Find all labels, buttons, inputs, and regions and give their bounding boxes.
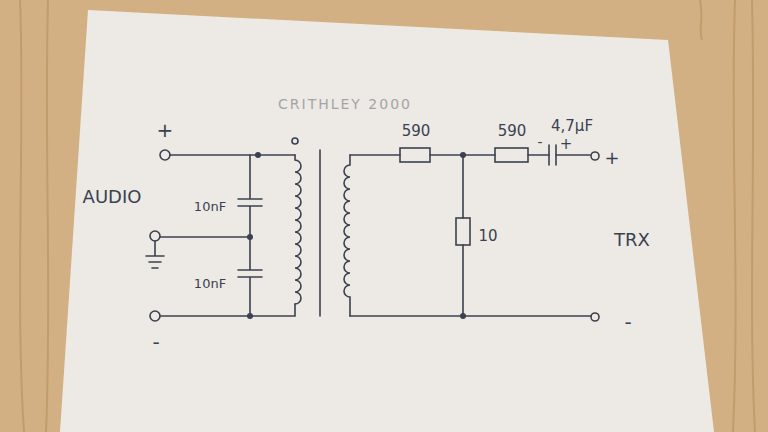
wire <box>160 236 250 238</box>
junction-dot <box>247 313 253 319</box>
junction-dot <box>460 152 466 158</box>
wire <box>170 154 295 156</box>
wood-grain <box>20 0 755 432</box>
resistor-symbol <box>400 148 430 162</box>
capacitor-symbol <box>238 155 262 316</box>
wire <box>160 304 295 316</box>
ground-symbol <box>146 241 164 268</box>
transformer-secondary <box>344 155 350 316</box>
resistor-symbol <box>456 218 470 245</box>
polarity-sign: - <box>537 135 542 149</box>
component-value: 590 <box>402 124 431 139</box>
paper-sheet <box>60 10 714 432</box>
junction-dot <box>460 313 466 319</box>
phase-dot <box>292 138 298 144</box>
junction-dots <box>247 152 466 319</box>
component-value: 10nF <box>194 277 226 290</box>
component-value: 4,7μF <box>551 119 593 134</box>
junction-dot <box>247 234 253 240</box>
capacitor-symbol <box>549 145 556 165</box>
terminal <box>150 231 160 241</box>
wire <box>350 315 591 317</box>
wire <box>350 154 590 156</box>
port-name: AUDIO <box>83 188 142 206</box>
junction-dot <box>255 152 261 158</box>
resistor-symbol <box>495 148 528 162</box>
component-value: 10 <box>478 229 497 244</box>
terminal <box>591 152 599 160</box>
transformer-core <box>319 150 321 316</box>
terminal-sign: - <box>152 332 159 352</box>
terminal-sign: + <box>604 149 619 167</box>
terminal-sign: + <box>157 120 174 140</box>
polarity-sign: + <box>560 137 573 152</box>
transformer-primary <box>295 155 301 304</box>
terminal <box>160 150 170 160</box>
terminal <box>591 313 599 321</box>
component-value: 590 <box>498 124 527 139</box>
wire <box>462 155 464 316</box>
component-value: 10nF <box>194 200 226 213</box>
terminal <box>150 311 160 321</box>
circuit-wires <box>146 138 599 321</box>
title: CRITHLEY 2000 <box>278 97 412 111</box>
port-name: TRX <box>614 231 650 249</box>
terminal-sign: - <box>624 312 631 332</box>
